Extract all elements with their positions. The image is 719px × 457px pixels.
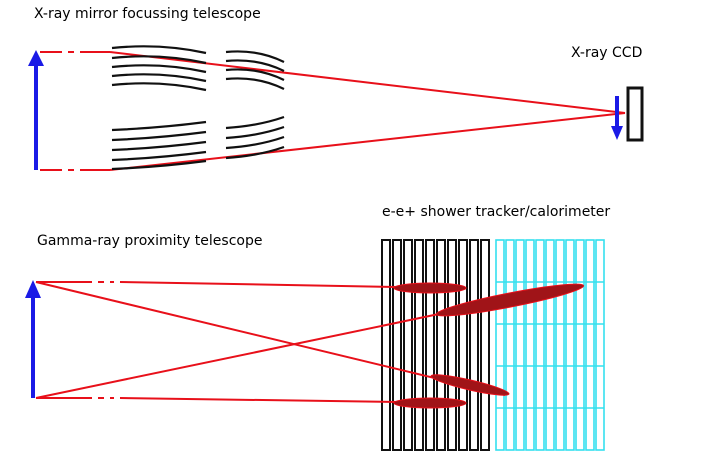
xray-image-arrow: [611, 96, 623, 140]
gamma-parallel-rays: [36, 281, 399, 403]
xray-ccd-detector: [626, 86, 644, 142]
calorimeter: [495, 239, 605, 451]
xray-focused-rays: [109, 51, 626, 171]
tracker-calorimeter-label: e-e+ shower tracker/calorimeter: [382, 204, 611, 220]
xray-telescope-title: X-ray mirror focussing telescope: [34, 6, 261, 22]
xray-incoming-rays: [40, 51, 110, 171]
shower-ellipses: [393, 282, 585, 409]
tracker-layers: [381, 239, 490, 451]
gamma-source-arrow: [25, 280, 41, 398]
gamma-telescope-title: Gamma-ray proximity telescope: [37, 233, 263, 249]
xray-ccd-label: X-ray CCD: [571, 45, 643, 61]
xray-mirror-shells: [111, 45, 285, 171]
xray-source-arrow: [28, 50, 44, 170]
